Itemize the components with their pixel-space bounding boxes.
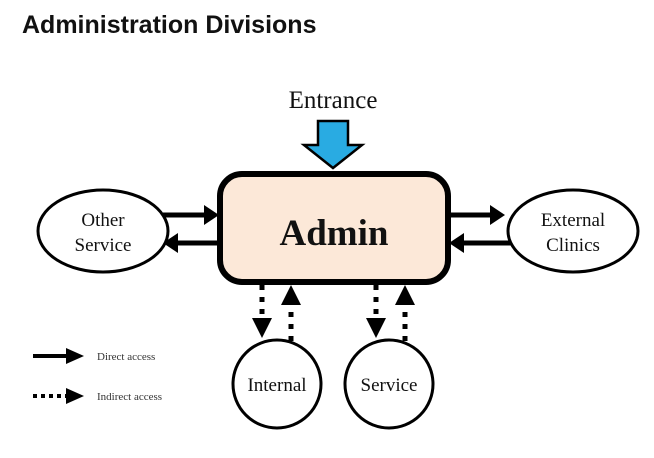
service-circle-shape — [343, 338, 435, 430]
edge-internal-to-admin — [281, 285, 301, 341]
legend-indirect-label: Indirect access — [97, 391, 162, 403]
internal-label: Internal — [247, 375, 306, 396]
edge-admin-to-external-clinics — [450, 205, 505, 225]
service-label: Service — [361, 375, 418, 396]
page-title: Administration Divisions — [22, 11, 316, 39]
node-admin[interactable]: Admin — [217, 171, 451, 285]
other-service-label-line2: Service — [75, 235, 132, 256]
other-service-ellipse-shape — [36, 188, 170, 274]
node-service[interactable]: Service — [343, 338, 435, 430]
legend-direct-arrowhead-icon — [66, 348, 84, 364]
entrance-down-arrow-icon — [300, 119, 366, 170]
external-clinics-label-line2: Clinics — [546, 235, 600, 256]
legend: Direct access Indirect access — [33, 348, 162, 404]
edge-other-service-to-admin — [163, 205, 219, 225]
external-clinics-label-line1: External — [541, 210, 605, 231]
legend-item-indirect: Indirect access — [33, 388, 162, 404]
edge-external-clinics-to-admin — [449, 233, 513, 253]
internal-circle-shape — [231, 338, 323, 430]
legend-direct-label: Direct access — [97, 351, 155, 363]
edge-admin-to-internal — [252, 285, 272, 338]
admin-box-shape — [217, 171, 451, 285]
edge-service-to-admin — [395, 285, 415, 341]
edge-admin-to-other-service — [163, 233, 217, 253]
node-external-clinics[interactable]: External Clinics — [506, 188, 640, 274]
admin-label: Admin — [280, 213, 389, 254]
entrance-label: Entrance — [289, 87, 378, 114]
legend-indirect-arrowhead-icon — [66, 388, 84, 404]
legend-item-direct: Direct access — [33, 348, 155, 364]
other-service-label-line1: Other — [81, 210, 125, 231]
external-clinics-ellipse-shape — [506, 188, 640, 274]
node-other-service[interactable]: Other Service — [36, 188, 170, 274]
node-internal[interactable]: Internal — [231, 338, 323, 430]
edge-admin-to-service — [366, 285, 386, 338]
